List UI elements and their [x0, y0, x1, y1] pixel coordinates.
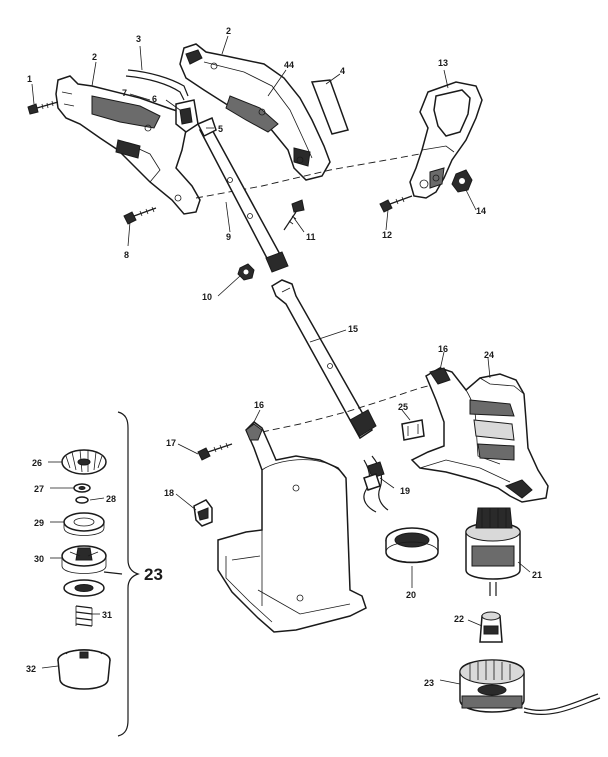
callout-4: 4 — [340, 66, 345, 76]
bearing-20 — [385, 527, 439, 564]
grass-guard — [217, 421, 367, 633]
callout-17: 17 — [166, 438, 176, 448]
callout-6: 6 — [152, 94, 157, 104]
callout-21: 21 — [532, 570, 542, 580]
right-handle-housing — [179, 43, 331, 181]
callout-25: 25 — [398, 402, 408, 412]
callout-19: 19 — [400, 486, 410, 496]
callout-10: 10 — [202, 292, 212, 302]
leader-lines — [31, 35, 531, 685]
callout-14: 14 — [476, 206, 486, 216]
group-label-23: 23 — [144, 565, 163, 584]
callout-23-motor: 23 — [424, 678, 434, 688]
group-bracket — [117, 411, 140, 737]
washer-27 — [73, 483, 91, 493]
callout-15: 15 — [348, 324, 358, 334]
callout-2-left: 2 — [92, 52, 97, 62]
screw-11 — [283, 199, 305, 231]
callout-28: 28 — [106, 494, 116, 504]
callout-16-right: 16 — [438, 344, 448, 354]
auxiliary-handle — [409, 81, 483, 199]
callout-32: 32 — [26, 664, 36, 674]
spool-26 — [61, 449, 107, 475]
clip-18 — [193, 499, 213, 527]
callout-24: 24 — [484, 350, 494, 360]
callout-7: 7 — [122, 88, 127, 98]
callout-30: 30 — [34, 554, 44, 564]
callout-3: 3 — [136, 34, 141, 44]
cap-32 — [57, 649, 111, 690]
callout-1: 1 — [27, 74, 32, 84]
callout-5: 5 — [218, 124, 223, 134]
callout-8: 8 — [124, 250, 129, 260]
screw-12 — [379, 195, 413, 213]
spring-31 — [75, 605, 93, 627]
group-pointer — [103, 571, 123, 575]
screw-1 — [27, 100, 59, 115]
callout-12: 12 — [382, 230, 392, 240]
callout-11: 11 — [306, 232, 316, 242]
spool-29 — [63, 512, 105, 536]
coupler-22 — [479, 611, 503, 643]
screw-17 — [197, 442, 233, 461]
callout-22: 22 — [454, 614, 464, 624]
lower-shaft — [271, 279, 377, 440]
screw-8 — [123, 206, 157, 225]
callout-44: 44 — [284, 60, 294, 70]
callout-26: 26 — [32, 458, 42, 468]
label-plate — [310, 79, 349, 135]
bracket-25 — [401, 419, 425, 441]
ring-30b — [63, 579, 105, 597]
callout-2-right: 2 — [226, 26, 231, 36]
wire-connector — [363, 455, 389, 513]
switch-assembly — [125, 69, 199, 133]
hub-30 — [61, 545, 107, 574]
knob-14 — [451, 169, 473, 193]
armature-21 — [465, 507, 521, 596]
callout-13: 13 — [438, 58, 448, 68]
left-handle-housing — [55, 75, 201, 215]
callout-9: 9 — [226, 232, 231, 242]
callout-labels: 1 2 3 2 44 4 7 6 5 8 9 11 10 12 13 14 15… — [26, 26, 542, 688]
ring-28 — [75, 496, 89, 504]
callout-20: 20 — [406, 590, 416, 600]
callout-29: 29 — [34, 518, 44, 528]
motor-housing — [410, 367, 549, 503]
callout-31: 31 — [102, 610, 112, 620]
callout-16-left: 16 — [254, 400, 264, 410]
nut-10 — [237, 263, 255, 281]
assembly-line-lower — [261, 383, 437, 433]
motor-23 — [459, 659, 601, 715]
upper-shaft — [196, 116, 289, 273]
callout-18: 18 — [164, 488, 174, 498]
callout-27: 27 — [34, 484, 44, 494]
